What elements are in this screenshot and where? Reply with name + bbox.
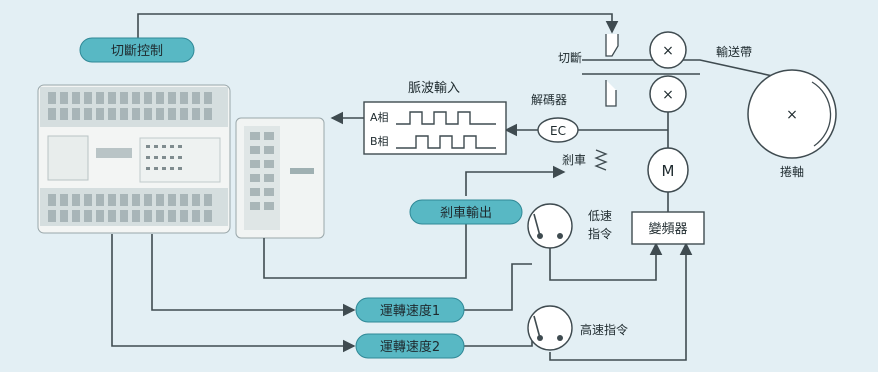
ec-label: EC	[550, 124, 566, 138]
high-speed-label: 高速指令	[580, 322, 628, 337]
cutter: 切斷	[558, 34, 619, 65]
motor-label: M	[662, 162, 675, 180]
conveyor-belt-top	[582, 59, 801, 83]
cut-control-pill: 切斷控制	[79, 37, 195, 63]
run-speed-2-label: 運轉速度2	[380, 339, 440, 355]
inverter: 變頻器	[631, 211, 705, 245]
low-speed-switch: 低速 指令	[527, 203, 612, 249]
cut-control-label: 切斷控制	[111, 44, 163, 59]
phase-b-label: B相	[370, 135, 389, 148]
brake-spring-icon	[594, 149, 608, 171]
decoder-blade: 解碼器	[531, 80, 617, 107]
conveyor-label: 輸送帶	[716, 44, 752, 59]
reel-label: 捲軸	[780, 165, 804, 179]
cutoff-label: 切斷	[558, 51, 582, 65]
phase-a-waveform	[396, 111, 496, 125]
pulse-input-label: 脈波輸入	[408, 81, 460, 96]
encoder-ec: EC	[537, 117, 579, 143]
plc-main-unit	[37, 84, 231, 234]
low-speed-label-2: 指令	[588, 226, 612, 241]
plc-expansion-module	[235, 117, 325, 239]
wire-run-speed-1	[151, 234, 356, 317]
svg-text:×: ×	[786, 107, 798, 123]
brake-label: 剎車	[562, 153, 586, 167]
roller-bottom: ×	[649, 75, 687, 113]
brake-output-label: 剎車輸出	[440, 206, 492, 221]
run-speed-1-label: 運轉速度1	[380, 303, 440, 319]
wire-run-speed-2	[111, 234, 356, 353]
encoder-label: 解碼器	[531, 93, 567, 107]
wire-high-speed	[549, 242, 693, 361]
motor: M	[647, 147, 689, 193]
wire-brake-output	[465, 165, 566, 196]
wire-speed2-to-switch	[464, 332, 533, 347]
high-speed-switch: 高速指令	[527, 305, 628, 351]
wire-speed1-to-switch	[464, 263, 532, 311]
brake: 剎車	[562, 149, 608, 171]
svg-text:×: ×	[662, 43, 674, 59]
phase-b-waveform	[396, 135, 496, 149]
wire-cut-control	[137, 13, 619, 38]
brake-output-pill: 剎車輸出	[409, 199, 523, 225]
low-speed-label-1: 低速	[588, 209, 612, 223]
reel: × 捲軸	[747, 69, 837, 179]
pulse-input-box: 脈波輸入 A相 B相	[363, 81, 507, 155]
run-speed-2-pill: 運轉速度2	[355, 333, 465, 359]
run-speed-1-pill: 運轉速度1	[355, 297, 465, 323]
wiring	[111, 13, 801, 361]
inverter-label: 變頻器	[648, 221, 687, 237]
phase-a-label: A相	[370, 111, 389, 124]
roller-top: ×	[649, 31, 687, 69]
svg-text:×: ×	[662, 87, 674, 103]
wire-module-to-brake	[263, 220, 467, 279]
wire-low-speed	[549, 238, 663, 281]
